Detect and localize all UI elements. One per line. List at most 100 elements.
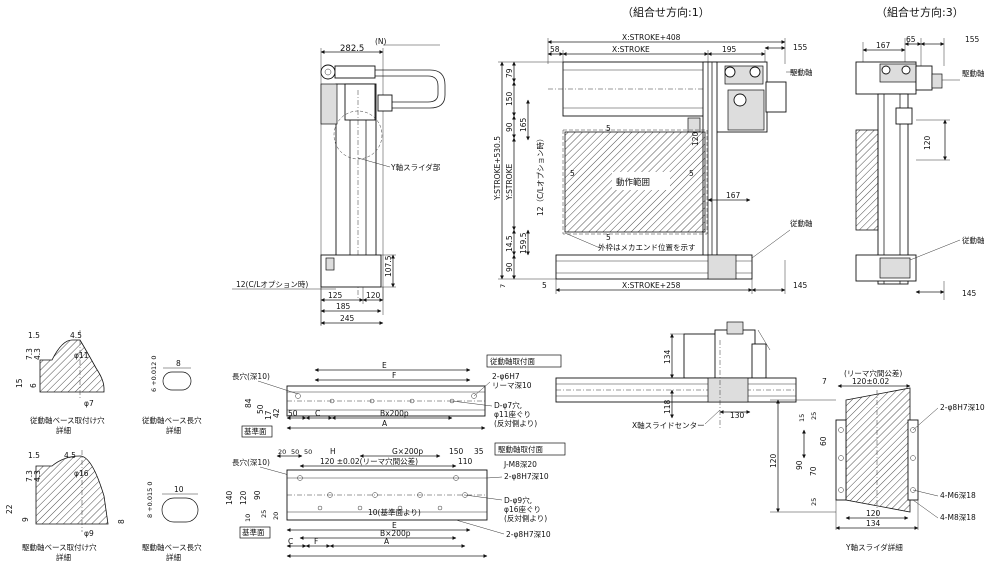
xc-dim-134: 134 [663,349,672,364]
main-dim-145: 145 [793,281,808,290]
ys-label-m8: 4-M8深18 [940,513,976,522]
d2-title: 従動軸ベース長穴 [142,415,202,425]
right-view: 167 65 155 駆動軸 従動軸 120 145 [855,35,985,300]
d4-title: 駆動軸ベース長穴 [142,542,202,552]
main-inner-5c: 5 [606,233,611,242]
ys-120-tol: 120±0.02 [852,377,890,386]
driven-f: F [392,371,396,380]
d1-dim-15: 15 [15,378,24,388]
drive-dim-reamer: 120 ±0.02(リーマ穴間公差) [320,456,418,466]
driven-ref-face: 基準面 [244,426,267,436]
ys-dim-70: 70 [809,466,818,476]
drive-label-jm8: J-M8深20 [503,460,537,469]
detail-drive-hole: 1.5 4.5 7.3 4.3 φ16 φ9 22 9 8 駆動軸ベース取付け穴… [5,450,126,562]
ys-dim-134: 134 [866,519,881,528]
d1-dim-phi7: φ7 [84,399,94,408]
ys-dim-15: 15 [798,414,806,422]
ys-dim-25b: 25 [810,498,818,506]
d1-dim-1-5: 1.5 [28,331,40,340]
drive-label-hole2: φ16座ぐり [504,504,541,514]
driven-dim-50: 50 [256,404,265,414]
header-combo-3: （組合せ方向:3） [876,5,964,19]
driven-dim-b: Bx200p [380,409,409,418]
ys-reamer-note: (リーマ穴間公差) [844,368,902,378]
main-inner-5d: 5 [689,169,694,178]
d1-dim-4-5: 4.5 [70,331,82,340]
right-dim-167: 167 [876,41,891,50]
side-dim-185: 185 [336,302,351,311]
driven-dim-84: 84 [244,398,253,408]
main-inner-167: 167 [726,191,741,200]
drive-dim-110: 110 [458,457,473,466]
main-drive-axis: 駆動軸 [790,67,813,77]
d3-title: 駆動軸ベース取付け穴 [22,542,97,552]
drive-dim-10: 10 [244,514,252,522]
drive-dim-c: F [314,537,318,546]
drive-dim-20b: 20 [272,512,280,520]
side-dim-107-5: 107.5 [384,255,393,277]
drive-dim-35: 35 [474,447,484,456]
drive-dim-e: B×200p [380,529,411,538]
main-dim-165: 165 [519,117,528,132]
main-dim-stroke: X:STROKE [612,45,650,54]
drive-dim-20: 20 [278,448,286,456]
ys-dim-7: 7 [822,377,827,386]
y-slider-detail: (リーマ穴間公差) 120±0.02 7 2-φ8H7深10 4-M6深18 4… [769,368,985,552]
driven-dim-50b: 50 [288,409,298,418]
main-dim-195: 195 [722,45,737,54]
drive-dim-b: A [384,537,390,546]
d3-dim-22: 22 [5,504,14,514]
main-dim-120: 120 [691,131,700,146]
d2-dim-6: 6 +0.012 0 [150,356,158,392]
header-combo-1: （組合せ方向:1） [622,5,710,19]
main-dim-79: 79 [505,68,514,78]
ys-dim-60: 60 [819,436,828,446]
drive-dim-f: E [392,521,397,530]
ys-dim-120v: 120 [769,453,778,468]
d3-dim-9: 9 [21,517,30,522]
d1-dim-7-3: 7.3 [25,348,34,360]
ys-dim-25a: 25 [810,412,818,420]
drive-base: 駆動軸取付面 20 50 50 H G×200p 150 35 120 ±0.0… [225,442,566,558]
drive-dim-150: 150 [449,447,464,456]
detail-driven-slot: 8 6 +0.012 0 従動軸ベース長穴 詳細 [142,356,202,435]
main-range-label: 動作範囲 [616,177,650,188]
d4-dim-10: 10 [174,485,184,494]
drive-dim-140: 140 [225,490,234,505]
main-driven-axis: 従動軸 [790,218,813,228]
side-dim-245: 245 [340,314,355,323]
side-dim-120: 120 [366,291,381,300]
drive-label-10ref: 10(基準面より) [368,507,421,517]
d2-dim-8: 8 [176,359,181,368]
ys-title: Y軸スライダ詳細 [845,542,903,552]
driven-dim-42: 42 [272,408,281,418]
drive-ref-face: 基準面 [242,527,265,537]
main-dim-90b: 90 [505,262,514,272]
driven-pin2: リーマ深10 [492,381,532,390]
d2-sub: 詳細 [166,425,181,435]
main-dim-5-bottom: 5 [542,281,547,290]
main-note: 外枠はメカエンド位置を示す [598,242,696,252]
d3-dim-phi16: φ16 [74,469,89,478]
main-dim-y-stroke-530: Y:STROKE+530.5 [493,136,502,201]
drive-label-hole1: D-φ9穴, [504,495,532,505]
drive-dim-50c: C [288,537,293,546]
x-center-view: 134 118 130 X軸スライドセンター [555,321,797,430]
main-view: X:STROKE+408 58 X:STROKE 195 155 駆動軸 [493,33,813,294]
main-dim-155: 155 [793,43,808,52]
drive-label-hole3: (反対側より) [504,513,547,523]
d3-dim-1-5: 1.5 [28,451,40,460]
driven-dim-c: C [315,409,320,418]
d3-dim-7-3: 7.3 [25,470,34,482]
right-drive-axis: 駆動軸 [962,68,985,78]
side-view: 282.5 (N) Y軸スライダ部 107.5 125 120 [232,37,446,326]
d3-dim-4-3: 4.3 [33,470,42,482]
drive-slot-label: 長穴(深10) [232,457,270,467]
side-callout-y-slider: Y軸スライダ部 [390,162,441,172]
drive-dim-25: 25 [260,510,268,518]
main-dim-14-5: 14.5 [505,235,514,252]
main-dim-159-5: 159.5 [519,232,528,254]
right-dim-145: 145 [962,289,977,298]
ys-dim-120h: 120 [866,509,881,518]
driven-base: 従動軸取付面 E F 長穴(深10) 2-φ6H7 リーマ深10 D-φ7穴, … [232,354,562,438]
